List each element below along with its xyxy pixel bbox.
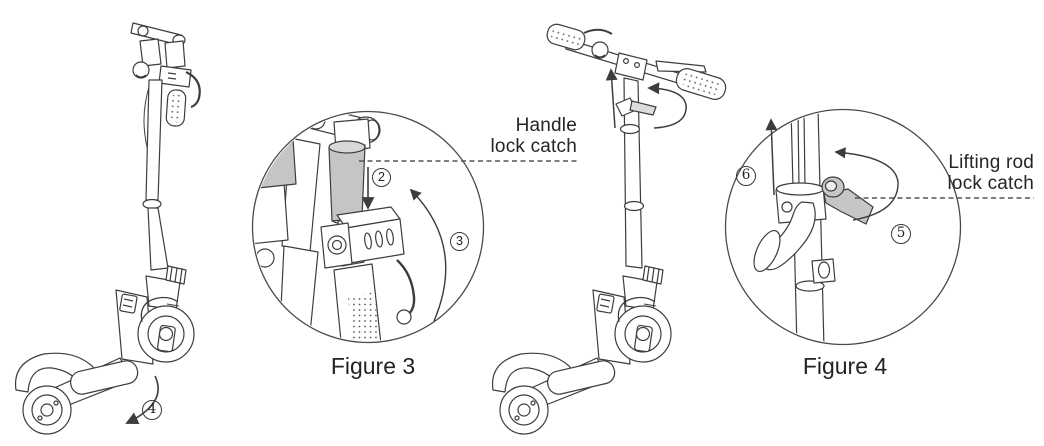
figure3-caption: Figure 3 [330, 353, 416, 379]
lifting-rod-lock-catch-label-line1: Lifting rod [948, 152, 1034, 173]
figure4-caption: Figure 4 [802, 353, 888, 379]
bell-icon [132, 61, 150, 79]
left-brake-lever [583, 28, 613, 35]
step-6-badge: 6 [736, 166, 756, 186]
folded-grip-main [328, 144, 366, 222]
handle-lock-catch-label: Handle lock catch [437, 115, 577, 157]
lifting-rod-lock-catch-lever [823, 188, 874, 225]
flip-lock-arrow [647, 82, 687, 129]
figure4-callout [724, 108, 962, 346]
brake-lever [185, 71, 201, 109]
figure3-callout [251, 110, 485, 344]
step-4-badge: 4 [142, 400, 162, 420]
handle-lock-catch-label-line2: lock catch [490, 136, 577, 157]
rotate-up-arrow [409, 188, 447, 322]
right-scooter-unfolding [491, 23, 727, 435]
raise-handlebar-arrow [605, 68, 618, 129]
step-3-badge: 3 [450, 232, 469, 251]
bell-icon [591, 41, 609, 59]
step-5-badge: 5 [891, 224, 911, 244]
step-2-badge: 2 [372, 168, 391, 187]
figure4-circle [724, 108, 962, 346]
raise-rod-arrow [765, 118, 778, 196]
left-scooter-folded [14, 22, 201, 435]
folded-grip-left [254, 123, 297, 189]
handle-lock-catch-label-line1: Handle [515, 115, 577, 136]
right-brake-lever [655, 60, 707, 73]
lifting-rod-lock-catch-label: Lifting rod lock catch [890, 152, 1034, 194]
flip-lever-arrow [834, 147, 899, 221]
lifting-rod-lock-catch-label-line2: lock catch [947, 173, 1034, 194]
